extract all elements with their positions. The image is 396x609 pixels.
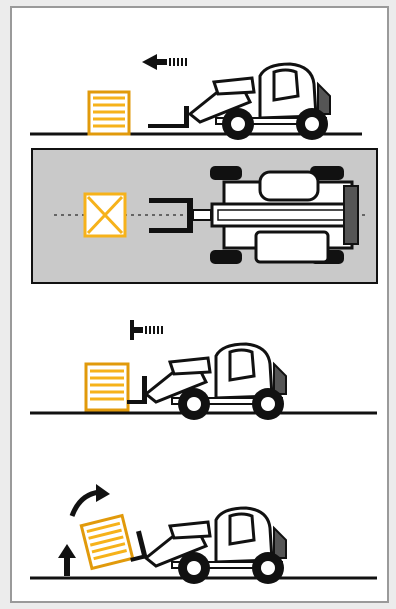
crate-icon: [81, 516, 132, 569]
instruction-diagram: [12, 8, 391, 605]
fork-icon: [127, 376, 147, 404]
telehandler-icon: [146, 508, 286, 584]
arrow-up-icon: [58, 544, 76, 576]
step-panel-lift-and-tilt: [30, 484, 377, 584]
arrow-left-icon: [130, 320, 163, 340]
telehandler-icon: [146, 344, 286, 420]
crate-icon: [85, 194, 125, 236]
telehandler-icon: [210, 166, 358, 264]
step-panel-approach-load: [30, 54, 362, 140]
curved-arrow-icon: [72, 484, 110, 516]
telehandler-icon: [190, 64, 330, 140]
crate-icon: [89, 92, 129, 134]
arrow-left-icon: [142, 54, 187, 70]
step-panel-position-under-load: [30, 320, 377, 420]
instruction-card: [10, 6, 389, 603]
step-panel-align-top-view: [32, 149, 377, 283]
fork-icon: [148, 106, 189, 128]
crate-icon: [86, 364, 128, 410]
